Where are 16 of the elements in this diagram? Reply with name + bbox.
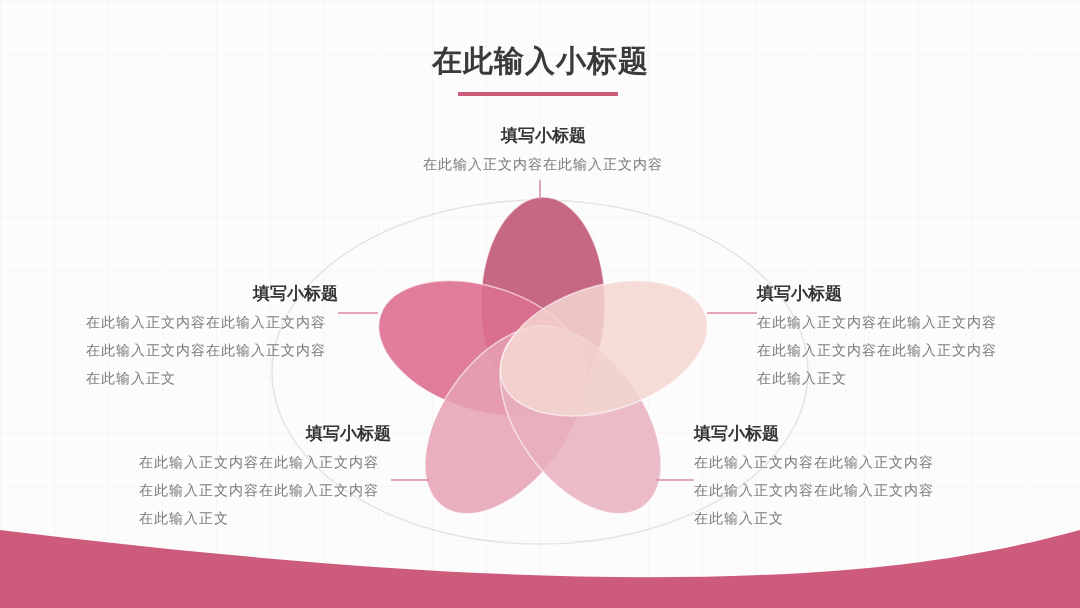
item-body-text: 在此输入正文内容在此输入正文内容在此输入正文内容在此输入正文内容在此输入正文 (757, 313, 998, 388)
item-heading: 填写小标题 (499, 124, 587, 147)
leader-line (539, 179, 541, 201)
item-body-text: 在此输入正文内容在此输入正文内容在此输入正文内容在此输入正文内容在此输入正文 (86, 313, 327, 388)
leader-line (337, 312, 379, 314)
item-body-text: 在此输入正文内容在此输入正文内容 (422, 155, 664, 174)
item-heading: 填写小标题 (251, 282, 338, 305)
leader-line (390, 479, 430, 481)
item-body-text: 在此输入正文内容在此输入正文内容在此输入正文内容在此输入正文内容在此输入正文 (694, 453, 935, 528)
item-heading: 填写小标题 (304, 422, 391, 445)
leader-line (706, 312, 758, 314)
item-body-text: 在此输入正文内容在此输入正文内容在此输入正文内容在此输入正文内容在此输入正文 (139, 453, 380, 528)
item-heading: 填写小标题 (757, 282, 843, 305)
title: 在此输入小标题 (430, 42, 650, 80)
leader-line (655, 479, 695, 481)
item-heading: 填写小标题 (694, 422, 780, 445)
